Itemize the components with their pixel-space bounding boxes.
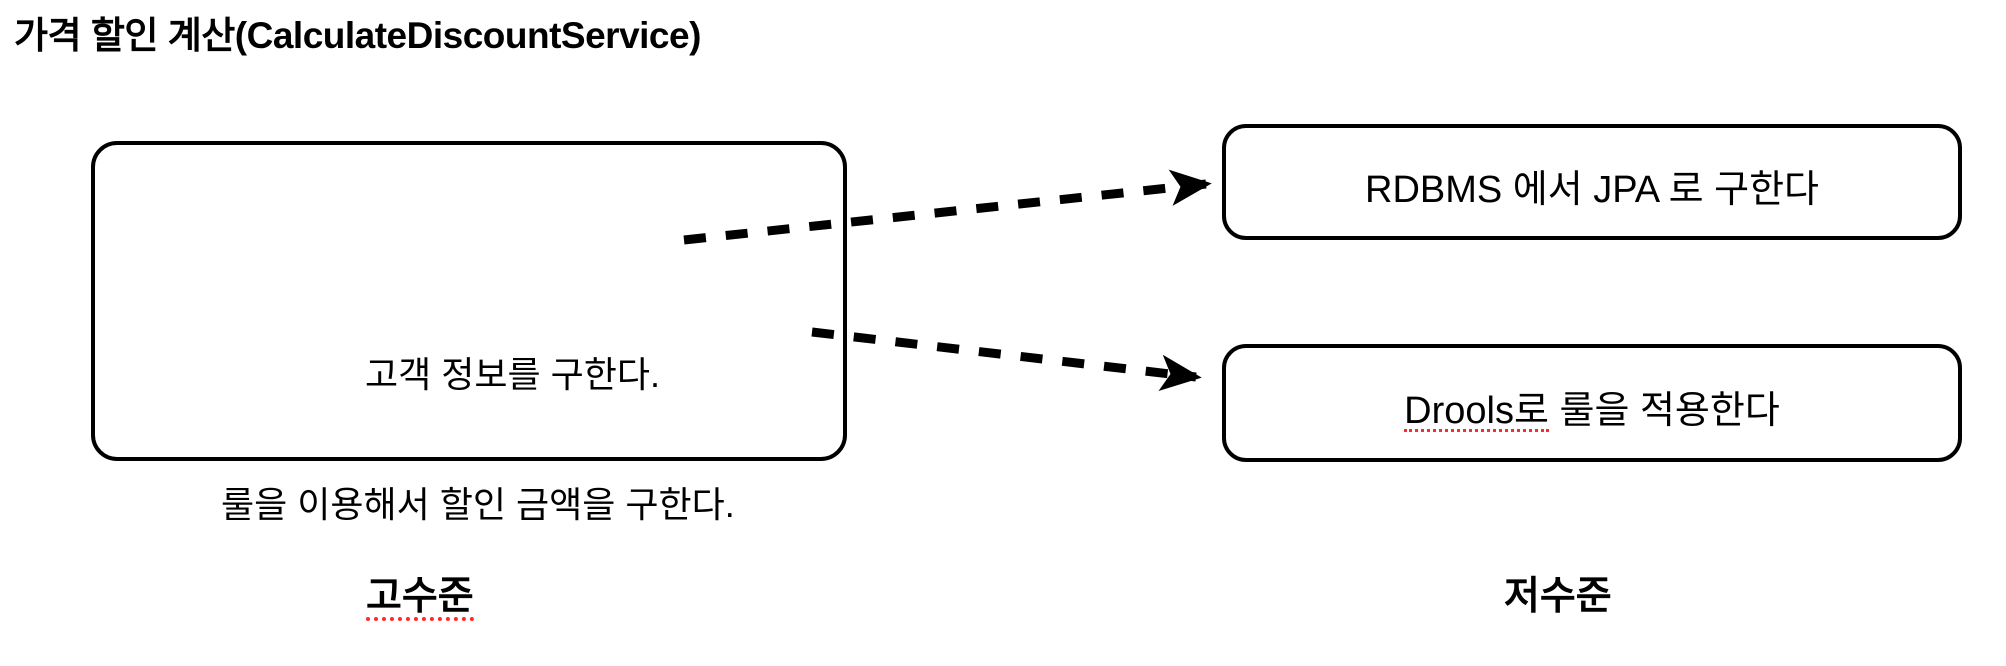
low-level-box-drools[interactable]: Drools로 룰을 적용한다 [1222, 344, 1962, 462]
caption-low-level: 저수준 [1504, 575, 1612, 618]
low-level-box-rdbms-jpa[interactable]: RDBMS 에서 JPA 로 구한다 [1222, 124, 1962, 240]
arrow-discount-to-drools [811, 327, 1202, 391]
caption-high-level-text: 고수준 [366, 565, 474, 621]
low-level-box-drools-label-rest: 룰을 적용한다 [1548, 390, 1780, 432]
high-level-service-box[interactable]: 고객 정보를 구한다. 룰을 이용해서 할인 금액을 구한다. [91, 141, 847, 524]
step-calculate-discount: 룰을 이용해서 할인 금액을 구한다. [221, 484, 735, 525]
caption-high-level: 고수준 [366, 565, 474, 621]
low-level-box-rdbms-jpa-label: RDBMS 에서 JPA 로 구한다 [1365, 169, 1819, 211]
page-title: 가격 할인 계산(CalculateDiscountService) [14, 15, 701, 56]
step-get-customer-info: 고객 정보를 구한다. [365, 354, 660, 395]
misspelled-word-drools: Drools로 [1404, 379, 1549, 434]
low-level-box-drools-label: Drools로 룰을 적용한다 [1226, 379, 1958, 434]
